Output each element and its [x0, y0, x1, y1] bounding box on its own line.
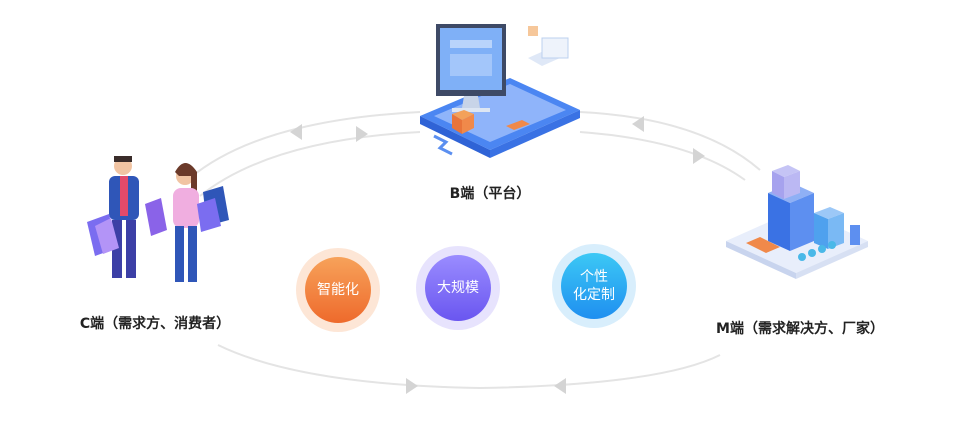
arc-bottom-right	[479, 354, 721, 389]
feature-intelligent: 智能化	[296, 248, 380, 332]
node-b-label: B端（平台）	[449, 186, 531, 202]
arrow-b-m-outer	[632, 116, 644, 132]
arc-group	[189, 111, 761, 389]
factory-illustration	[726, 165, 868, 279]
arrow-bottom-left	[406, 378, 418, 394]
feature-large-scale: 大规模	[416, 246, 500, 330]
feature-large-scale-badge: 大规模	[425, 255, 491, 321]
arc-bottom-left	[217, 344, 481, 389]
platform-illustration	[420, 24, 580, 158]
feature-customization-badge: 个性 化定制	[561, 253, 627, 319]
feature-intelligent-label: 智能化	[317, 282, 359, 298]
arc-b-to-m-inner	[579, 131, 746, 181]
feature-intelligent-badge: 智能化	[305, 257, 371, 323]
arrow-bottom-right	[554, 378, 566, 394]
feature-customization-label-line1: 个性	[580, 269, 608, 285]
feature-customization-label-line2: 化定制	[573, 287, 615, 303]
arc-c-to-b-outer	[189, 111, 421, 179]
arrow-group	[290, 116, 705, 394]
shoppers-illustration	[87, 156, 229, 282]
arrow-c-b-inner	[356, 126, 368, 142]
arc-b-to-m-outer	[579, 111, 761, 171]
arrow-c-b-outer	[290, 124, 302, 140]
node-m-label: M端（需求解决方、厂家）	[716, 321, 884, 337]
feature-customization: 个性 化定制	[552, 244, 636, 328]
node-c-label: C端（需求方、消费者）	[79, 316, 231, 332]
feature-large-scale-label: 大规模	[437, 280, 479, 296]
arc-c-to-b-inner	[199, 131, 421, 197]
arrow-b-m-inner	[693, 148, 705, 164]
